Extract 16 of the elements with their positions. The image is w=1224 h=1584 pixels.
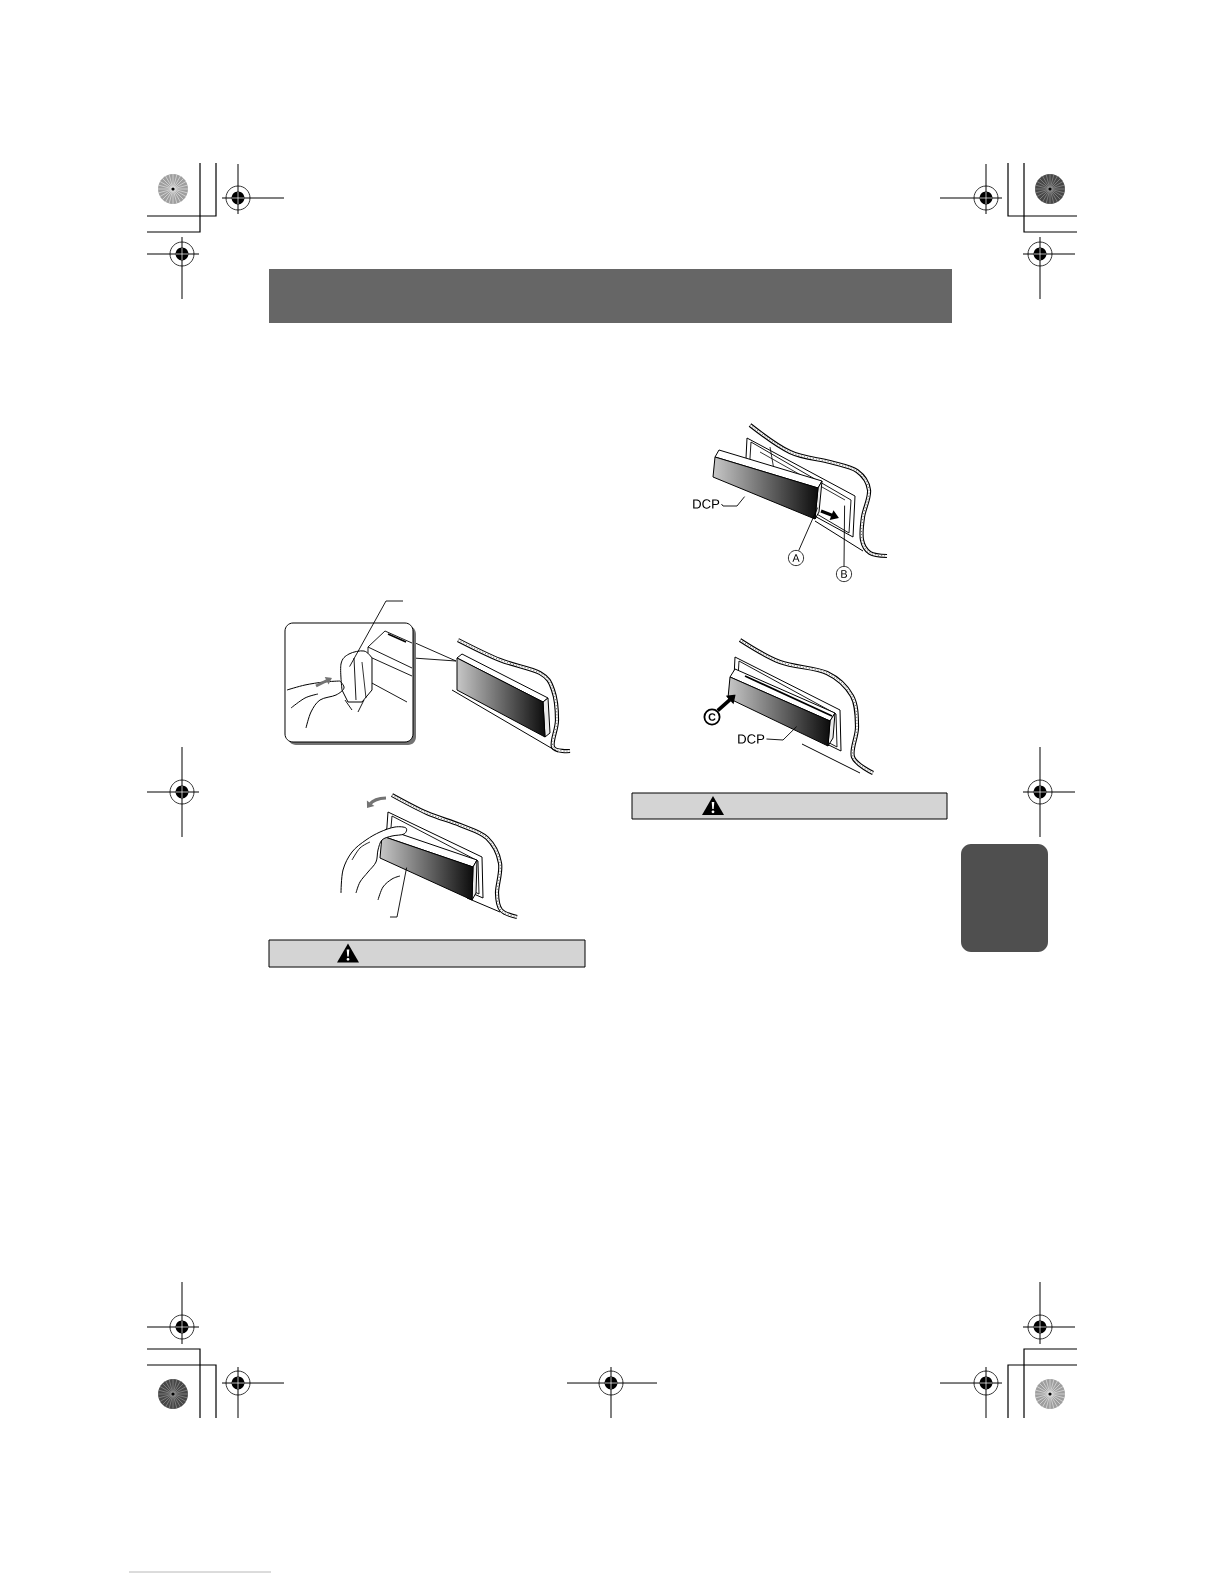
leader-line [843, 505, 846, 567]
release-button [340, 650, 373, 713]
circled-letter: B [836, 566, 852, 582]
arrow [716, 694, 736, 713]
front-panel [727, 668, 836, 747]
front-panel [379, 828, 478, 901]
front-panel [456, 653, 551, 738]
circled-letter: C [703, 708, 721, 726]
leader-line [389, 867, 408, 918]
side-tab [961, 844, 1048, 952]
leader-line [798, 507, 819, 551]
leader-line [349, 600, 404, 668]
part-label: DCP [693, 499, 720, 509]
leader-line [721, 496, 746, 507]
leader-line [766, 726, 798, 741]
circled-letter: A [788, 550, 804, 566]
